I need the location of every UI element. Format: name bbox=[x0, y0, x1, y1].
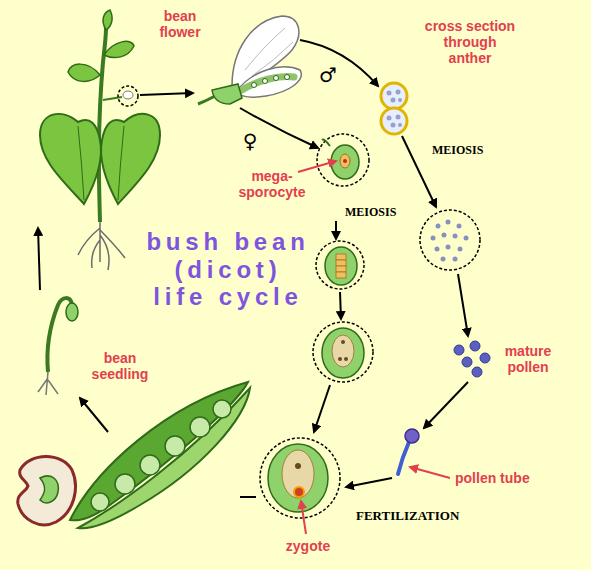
embryo bbox=[40, 476, 58, 503]
process-label: MEIOSIS bbox=[432, 143, 483, 157]
ovule bbox=[325, 247, 357, 285]
embryo-sac bbox=[282, 450, 314, 498]
small-leaf bbox=[104, 41, 134, 57]
anther-lobe bbox=[381, 83, 407, 109]
cycle-arrow bbox=[346, 478, 392, 487]
cycle-arrow bbox=[335, 221, 337, 239]
cycle-arrow bbox=[80, 398, 108, 432]
flower-stalk bbox=[198, 96, 215, 104]
pod-valve bbox=[78, 388, 250, 528]
leader-arrow bbox=[301, 501, 306, 534]
pollen-grains bbox=[454, 341, 490, 377]
nucleus bbox=[295, 463, 301, 469]
banner-petal bbox=[232, 16, 299, 90]
megasporocyte-cell bbox=[340, 154, 350, 168]
cycle-arrow bbox=[402, 136, 436, 207]
plant-roots bbox=[78, 222, 125, 270]
megaspore bbox=[336, 272, 346, 278]
nucleus bbox=[338, 357, 342, 361]
nucleus bbox=[341, 340, 345, 344]
ovule bbox=[322, 328, 364, 378]
seed-coat bbox=[18, 457, 76, 525]
bean-pod bbox=[70, 382, 250, 528]
cycle-arrows bbox=[38, 40, 468, 497]
nucleus bbox=[344, 357, 348, 361]
pollen-tube-line bbox=[398, 442, 409, 474]
cycle-arrow bbox=[314, 385, 330, 432]
leader-arrows bbox=[298, 161, 450, 534]
part-label: pollen tube bbox=[455, 470, 530, 486]
bean-plant bbox=[40, 10, 160, 270]
ovule-stalk bbox=[322, 140, 330, 146]
leader-arrow bbox=[410, 467, 450, 478]
pollen-tube-figure bbox=[398, 429, 419, 474]
zygote-cell bbox=[294, 487, 304, 497]
pollen-cells bbox=[387, 90, 403, 128]
diagram-title: bush bean (dicot) life cycle bbox=[144, 228, 312, 311]
stage-label: bean seedling bbox=[89, 350, 151, 382]
megaspore bbox=[336, 266, 346, 272]
cycle-arrow bbox=[140, 93, 193, 95]
female-symbol: ♀ bbox=[243, 130, 258, 152]
microspores bbox=[420, 210, 480, 270]
ovule-stage bbox=[317, 134, 369, 186]
ovule bbox=[263, 79, 268, 84]
dashed-circle bbox=[260, 438, 340, 518]
bean-seedling bbox=[38, 298, 78, 395]
part-label: mega-sporocyte bbox=[236, 168, 308, 200]
wing-petal bbox=[236, 67, 301, 97]
bean-flower bbox=[198, 16, 301, 104]
megaspore bbox=[336, 260, 346, 266]
embryo-sac bbox=[332, 335, 354, 367]
dashed-circle bbox=[118, 86, 138, 106]
pod-valve bbox=[70, 382, 248, 520]
dashed-circle bbox=[316, 241, 364, 289]
dashed-circle bbox=[313, 322, 373, 382]
ovule bbox=[268, 444, 328, 512]
small-leaf bbox=[68, 64, 100, 81]
cycle-arrow bbox=[300, 40, 378, 86]
part-label: zygote bbox=[286, 538, 330, 554]
nucleus bbox=[343, 159, 347, 163]
heart-leaf bbox=[40, 114, 101, 204]
pod-seeds bbox=[91, 400, 231, 511]
ovule-stage bbox=[316, 241, 364, 289]
cotyledon bbox=[66, 303, 78, 321]
cycle-arrow bbox=[38, 228, 40, 290]
heart-leaf bbox=[101, 114, 160, 204]
ovule bbox=[252, 83, 257, 88]
plant-stem bbox=[99, 28, 106, 222]
cycle-arrow bbox=[340, 292, 341, 319]
process-label: FERTILIZATION bbox=[356, 508, 459, 524]
seedling-roots bbox=[38, 372, 58, 395]
ovule bbox=[285, 75, 290, 80]
dashed-circle bbox=[420, 210, 480, 270]
leaf-vein bbox=[78, 126, 84, 200]
cycle-dash bbox=[240, 496, 256, 498]
pollen-grain bbox=[405, 429, 419, 443]
small-flower bbox=[123, 91, 133, 99]
cycle-arrow bbox=[458, 274, 468, 336]
calyx bbox=[212, 84, 242, 104]
leaf-vein bbox=[118, 126, 124, 200]
bean-seed bbox=[18, 457, 76, 525]
cycle-arrow bbox=[424, 382, 468, 428]
stage-label: cross section through anther bbox=[423, 18, 518, 66]
male-symbol: ♂ bbox=[319, 64, 337, 86]
process-label: MEIOSIS bbox=[345, 205, 396, 219]
leaf-bud bbox=[103, 10, 112, 30]
fertilized-ovule bbox=[260, 438, 340, 518]
anther-lobe bbox=[381, 108, 407, 134]
stage-label: bean flower bbox=[155, 8, 205, 40]
stage-label: mature pollen bbox=[498, 343, 558, 375]
microspore-dots bbox=[431, 220, 469, 262]
dashed-circle bbox=[317, 134, 369, 186]
leader-arrow bbox=[298, 161, 336, 172]
megaspore bbox=[336, 254, 346, 260]
anther-section bbox=[381, 83, 407, 134]
ovule bbox=[274, 76, 279, 81]
ovule-stage bbox=[313, 322, 373, 382]
